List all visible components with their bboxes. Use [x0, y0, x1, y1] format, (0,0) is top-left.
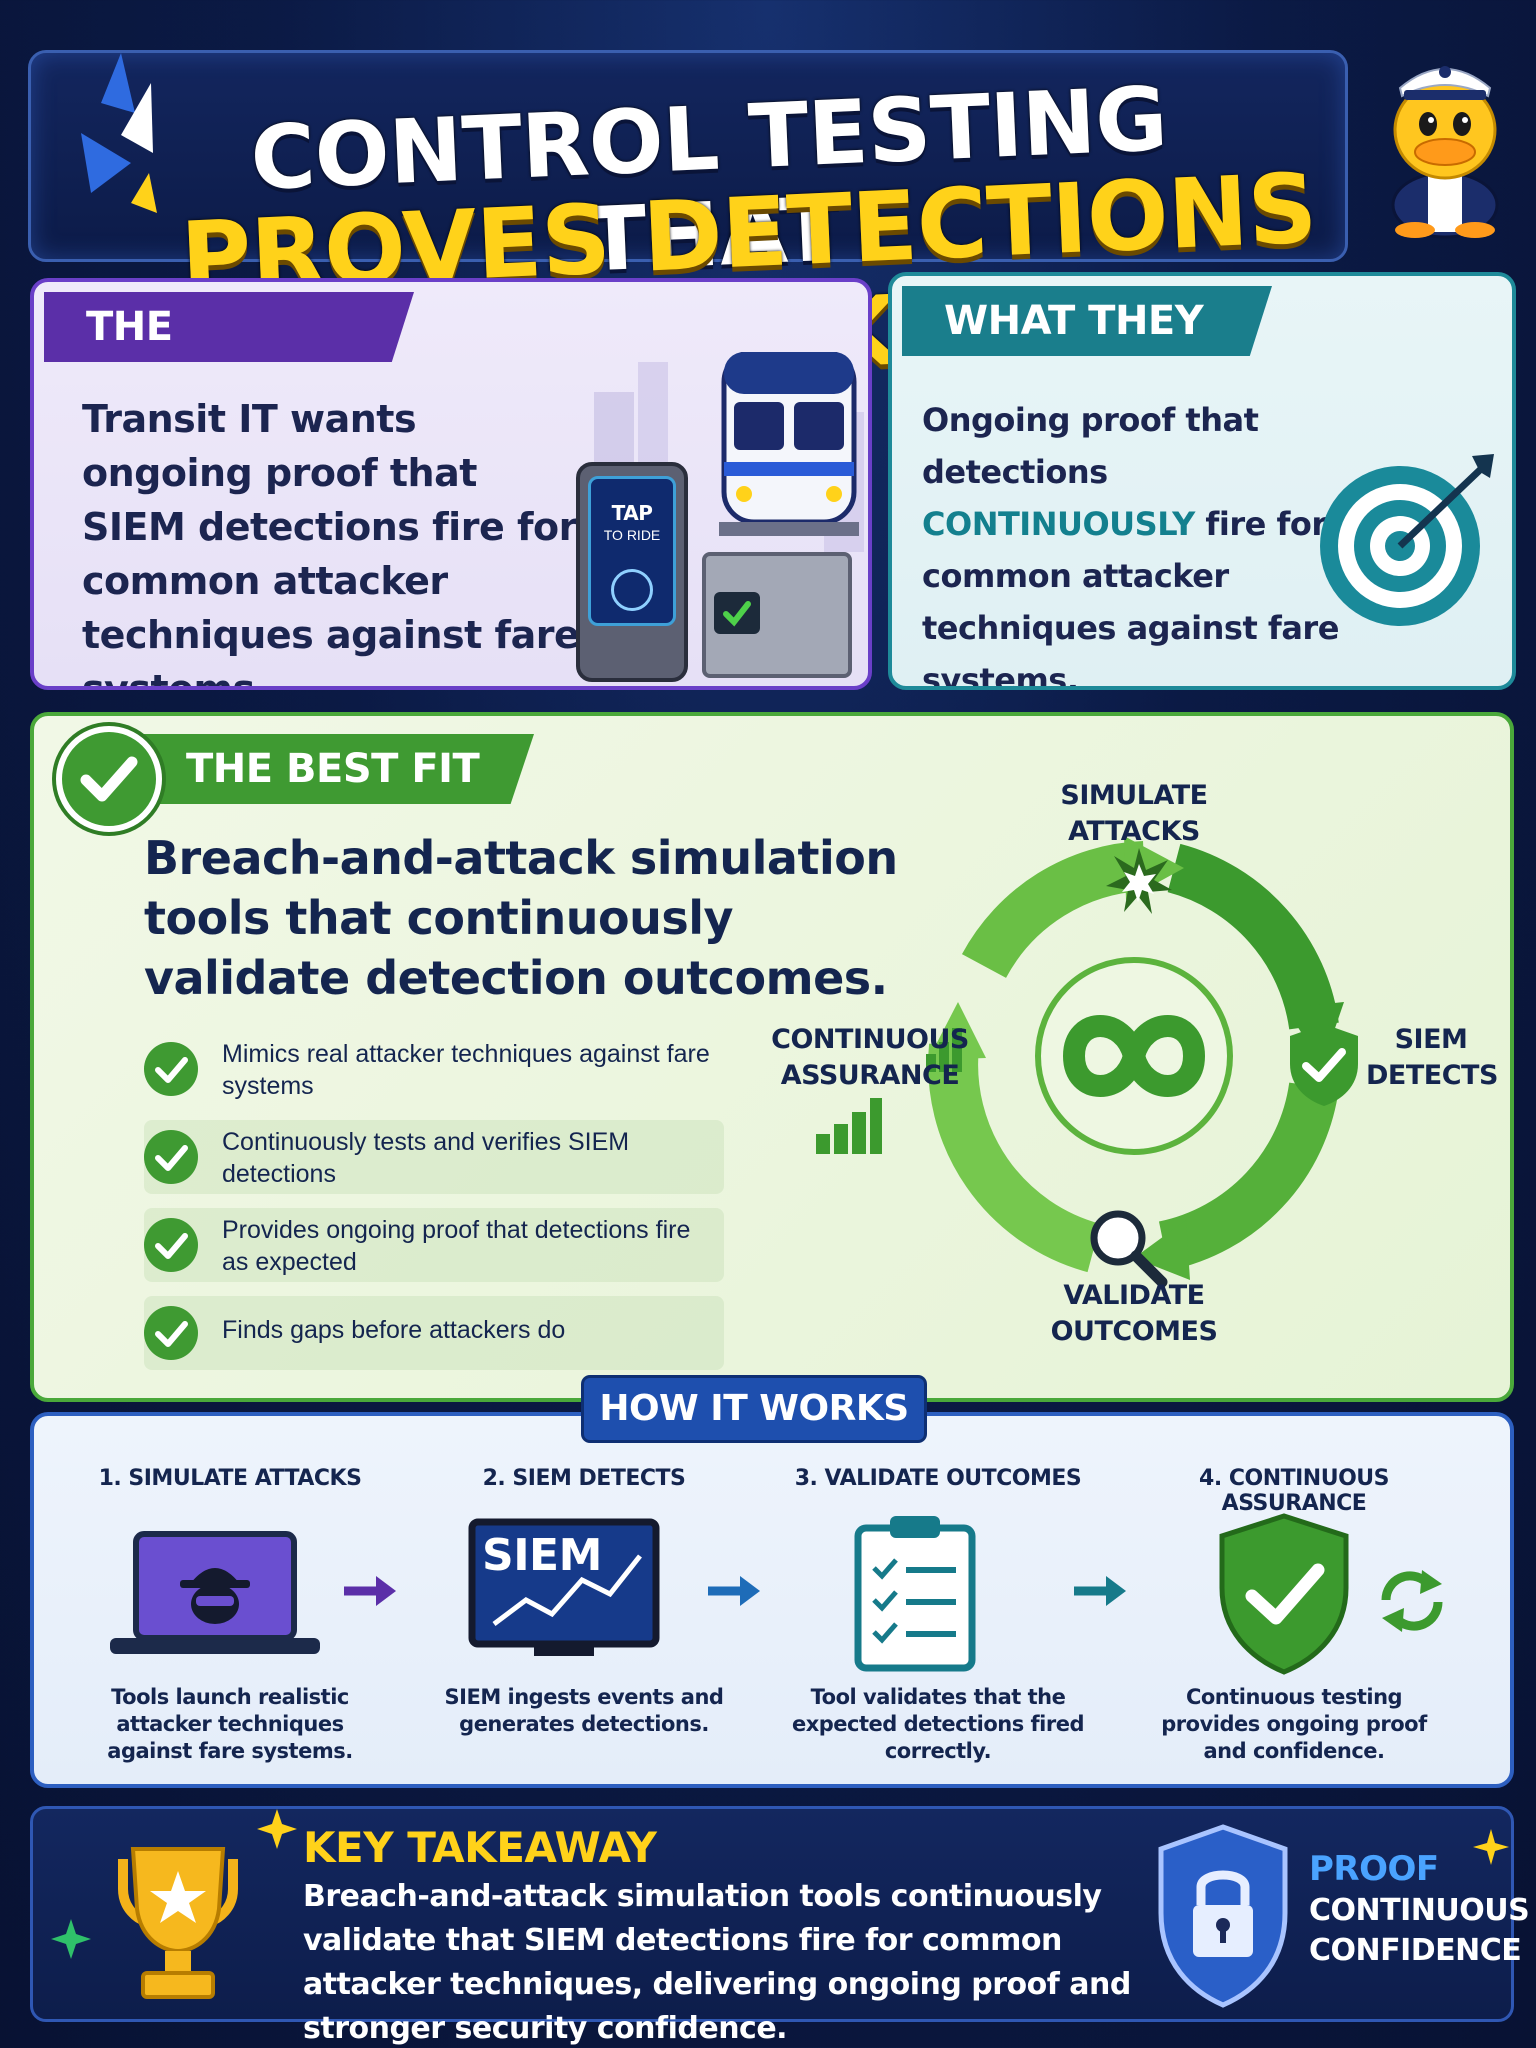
bullet-text: Mimics real attacker techniques against … [222, 1040, 710, 1100]
fare-gate [702, 552, 852, 678]
bullet-item: Continuously tests and verifies SIEM det… [144, 1120, 724, 1194]
laptop-hacker-icon [110, 1531, 320, 1654]
bullet-item: Provides ongoing proof that detections f… [144, 1208, 724, 1282]
bullet-check-icon [144, 1306, 198, 1360]
arrow-right-icon [708, 1576, 760, 1606]
badge-confidence: CONFIDENCE [1309, 1933, 1522, 1968]
assurance-shield-icon [1219, 1513, 1349, 1675]
magnifier-icon [1090, 1210, 1168, 1288]
lock-shield-icon [1158, 1824, 1288, 2008]
step-description: SIEM ingests events and generates detect… [444, 1685, 724, 1736]
bullet-check-icon [144, 1130, 198, 1184]
cycle-label-validate: VALIDATE OUTCOMES [1050, 1280, 1218, 1347]
arrow-right-icon [1074, 1576, 1126, 1606]
badge-continuous: CONTINUOUS [1309, 1893, 1530, 1928]
how-it-works-heading: HOW IT WORKS [584, 1378, 924, 1440]
question-text: Transit IT wants ongoing proof that SIEM… [82, 397, 580, 690]
step-description: Tool validates that the expected detecti… [791, 1685, 1085, 1763]
key-takeaway-text: Breach-and-attack simulation tools conti… [303, 1879, 1131, 2046]
siem-monitor-icon [468, 1518, 660, 1656]
need-panel: WHAT THEY NEED Ongoing proof that detect… [888, 272, 1516, 690]
cycle-label-assurance: CONTINUOUS ASSURANCE [771, 1024, 969, 1091]
contactless-icon [611, 569, 653, 611]
best-fit-check-icon [56, 726, 162, 832]
gate-check-icon [714, 592, 760, 634]
siem-screen-label: SIEM [482, 1530, 602, 1581]
kiosk-screen: TAP TO RIDE [588, 476, 676, 626]
bullet-text: Provides ongoing proof that detections f… [222, 1216, 691, 1276]
need-text: Ongoing proof that detections CONTINUOUS… [922, 394, 1342, 690]
how-it-works-panel: 1. SIMULATE ATTACKS 2. SIEM DETECTS 3. V… [30, 1412, 1514, 1788]
step-description: Tools launch realistic attacker techniqu… [107, 1685, 353, 1763]
step-title: 3. VALIDATE OUTCOMES [794, 1466, 1082, 1491]
best-fit-headline: Breach-and-attack simulation tools that … [144, 831, 898, 1005]
burst-decoration-icon [81, 53, 157, 213]
bullet-item: Mimics real attacker techniques against … [144, 1032, 724, 1106]
kiosk-text-tap: TAP [611, 501, 653, 525]
clipboard-checklist-icon [854, 1516, 976, 1672]
cycle-diagram [928, 836, 1344, 1280]
step-description: Continuous testing provides ongoing proo… [1161, 1685, 1427, 1763]
step-title: 1. SIMULATE ATTACKS [98, 1466, 362, 1491]
question-heading: THE QUESTION [44, 292, 414, 362]
step-title: 4. CONTINUOUS ASSURANCE [1199, 1466, 1389, 1516]
sparkle-icon [257, 1809, 297, 1849]
header-banner: CONTROL TESTING THAT PROVES DETECTIONS W… [28, 50, 1348, 401]
key-takeaway-heading: KEY TAKEAWAY [303, 1823, 657, 1872]
explosion-icon [1106, 848, 1172, 914]
refresh-cycle-icon [1381, 1570, 1443, 1632]
best-fit-panel: THE BEST FIT Breach-and-attack simulatio… [30, 712, 1514, 1402]
cycle-label-simulate: SIMULATE ATTACKS [1060, 780, 1208, 847]
bullet-item: Finds gaps before attackers do [144, 1296, 724, 1370]
bullet-text: Finds gaps before attackers do [222, 1316, 566, 1344]
best-fit-heading: THE BEST FIT [144, 734, 534, 804]
kiosk-text-ride: TO RIDE [603, 527, 661, 543]
bullet-text: Continuously tests and verifies SIEM det… [222, 1128, 630, 1188]
need-heading: WHAT THEY NEED [902, 286, 1272, 356]
bar-chart-icon [926, 1028, 962, 1072]
cycle-label-siem: SIEM DETECTS [1366, 1024, 1498, 1091]
need-text-highlight: CONTINUOUSLY [922, 505, 1195, 543]
step-title: 2. SIEM DETECTS [482, 1466, 686, 1491]
need-text-after: fire for common attacker techniques agai… [922, 505, 1339, 690]
badge-proof: PROOF [1309, 1849, 1439, 1889]
bullet-check-icon [144, 1042, 198, 1096]
arrow-right-icon [344, 1576, 396, 1606]
fare-kiosk: TAP TO RIDE [576, 462, 688, 682]
trophy-icon [118, 1847, 238, 1999]
target-icon [1320, 454, 1494, 626]
duck-mascot-icon [1391, 66, 1499, 239]
bullet-check-icon [144, 1218, 198, 1272]
need-text-before: Ongoing proof that detections [922, 401, 1259, 491]
question-panel: THE QUESTION Transit IT wants ongoing pr… [30, 278, 872, 690]
sparkle-icon [51, 1919, 91, 1959]
sparkle-icon [1473, 1829, 1509, 1865]
growth-chart-icon [816, 1098, 882, 1154]
shield-check-icon [1290, 1024, 1358, 1106]
key-takeaway-panel: KEY TAKEAWAY Breach-and-attack simulatio… [30, 1806, 1530, 2046]
